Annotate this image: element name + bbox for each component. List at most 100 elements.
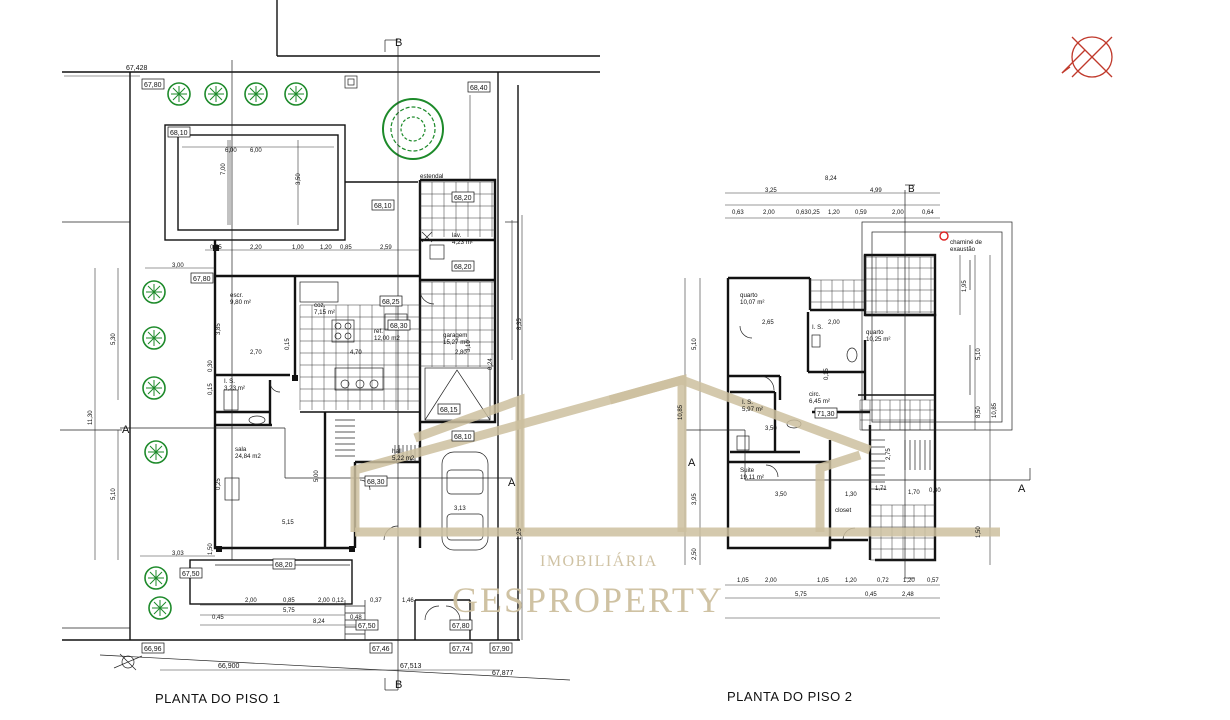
dimension: 1,05 bbox=[737, 578, 749, 584]
car-icon bbox=[441, 451, 489, 551]
level-marker: 66,96 bbox=[144, 646, 162, 653]
dimension: 3,50 bbox=[296, 173, 302, 185]
floor2-stairs bbox=[870, 439, 931, 490]
room-area: 15,27 m² bbox=[443, 339, 467, 346]
dimension: 1,20 bbox=[320, 245, 332, 251]
dimension: 0,30 bbox=[208, 360, 214, 372]
dimension: 8,35 bbox=[517, 318, 523, 330]
dimension: 0,24 bbox=[488, 358, 494, 370]
house-wall-west bbox=[213, 240, 355, 550]
door-arc bbox=[739, 325, 753, 339]
garage-service-wall bbox=[420, 178, 497, 424]
level-marker: 67,46 bbox=[372, 646, 390, 653]
dimension: 0,45 bbox=[865, 592, 877, 598]
dimension: 0,37 bbox=[370, 598, 382, 604]
dimension: 3,10 bbox=[466, 340, 472, 352]
dimension: 6,00 bbox=[225, 148, 237, 154]
floor1-dimension-lines bbox=[64, 75, 523, 671]
door-arc bbox=[445, 605, 461, 621]
north-arrow-small-icon bbox=[113, 653, 143, 671]
large-tree-icon bbox=[382, 98, 444, 160]
section-marker-a-right: A bbox=[508, 477, 516, 489]
dimension: 2,00 bbox=[765, 578, 777, 584]
front-terrace bbox=[189, 559, 353, 605]
pool-area bbox=[164, 75, 418, 241]
exhaust-chimney-icon bbox=[939, 231, 949, 241]
dimension: 2,70 bbox=[250, 350, 262, 356]
level-marker: 68,25 bbox=[382, 299, 400, 306]
level-marker: 67,90 bbox=[492, 646, 510, 653]
dimension: 0,15 bbox=[208, 383, 214, 395]
dimension: 3,03 bbox=[172, 551, 184, 557]
dimension: 5,10 bbox=[692, 338, 698, 350]
dimension: 2,50 bbox=[692, 548, 698, 560]
room-name: Suite bbox=[740, 467, 755, 474]
floor2-balcony-outline bbox=[861, 221, 1013, 431]
level-marker: 67,80 bbox=[452, 623, 470, 630]
watermark-line2: GESPROPERTY bbox=[452, 580, 724, 620]
dimension: 0,72 bbox=[877, 578, 889, 584]
dimension: 0,57 bbox=[927, 578, 939, 584]
room-name: I. S. bbox=[742, 399, 753, 406]
door-arc bbox=[419, 289, 435, 305]
kitchen-counter bbox=[299, 281, 339, 303]
dimension: 1,20 bbox=[903, 578, 915, 584]
floor1-section-lines bbox=[60, 39, 512, 691]
level-marker: 68,10 bbox=[454, 434, 472, 441]
section-marker-a2-right: A bbox=[1018, 483, 1026, 495]
tree-icon bbox=[144, 566, 168, 590]
section-marker-a2-left: A bbox=[688, 457, 696, 469]
room-area: 7,15 m² bbox=[314, 309, 335, 316]
pool bbox=[177, 134, 339, 231]
dimension: 0,48 bbox=[350, 615, 362, 621]
room-name: escr. bbox=[230, 292, 243, 299]
door-arc bbox=[765, 464, 779, 478]
room-area: 5,97 m² bbox=[742, 406, 763, 413]
dimension: 3,50 bbox=[775, 492, 787, 498]
dimension: 4,99 bbox=[870, 188, 882, 194]
floor1-tile-grid bbox=[299, 181, 495, 410]
dimension: 6,00 bbox=[250, 148, 262, 154]
room-area: 19,11 m² bbox=[740, 474, 764, 481]
dimension: 0,15 bbox=[285, 338, 291, 350]
section-marker-b-bottom: B bbox=[395, 679, 402, 691]
dimension: 0,63 bbox=[732, 210, 744, 216]
tree-icon bbox=[148, 596, 172, 620]
watermark-line1: IMOBILIÁRIA bbox=[540, 551, 658, 570]
dimension: 1,46 bbox=[402, 598, 414, 604]
room-area: 5,22 m2 bbox=[392, 455, 415, 462]
dimension: 1,20 bbox=[828, 210, 840, 216]
dimension: 8,24 bbox=[825, 176, 837, 182]
dimension: 0,59 bbox=[855, 210, 867, 216]
dimension: 2,00 bbox=[245, 598, 257, 604]
dimension: 1,25 bbox=[517, 528, 523, 540]
level-marker: 67,80 bbox=[193, 276, 211, 283]
dimension: 10,85 bbox=[992, 402, 998, 418]
dimension: 1,71 bbox=[875, 486, 887, 492]
north-arrow-icon bbox=[1061, 36, 1113, 78]
dimension: 2,00 bbox=[828, 320, 840, 326]
dimension: 1,70 bbox=[908, 490, 920, 496]
room-area: 12,00 m2 bbox=[374, 335, 400, 342]
level-marker: 68,10 bbox=[170, 130, 188, 137]
site-level: 66,900 bbox=[218, 663, 240, 670]
room-name: I. S. bbox=[224, 378, 235, 385]
tree-icon bbox=[142, 376, 166, 400]
dimension: 5,00 bbox=[314, 470, 320, 482]
dimension: 2,65 bbox=[762, 320, 774, 326]
chimney-box bbox=[344, 75, 358, 89]
floor1-front bbox=[189, 559, 471, 640]
door-arc bbox=[424, 605, 440, 621]
dimension: 1,50 bbox=[208, 543, 214, 555]
tree-icon bbox=[244, 82, 268, 106]
room-area: 4,23 m² bbox=[452, 239, 473, 246]
dimension: 11,30 bbox=[88, 410, 94, 425]
level-marker: 68,40 bbox=[470, 85, 488, 92]
dimension: 2,59 bbox=[380, 245, 392, 251]
dimension: 0,55 bbox=[210, 245, 222, 251]
door-arc bbox=[269, 381, 281, 393]
dimension: 2,00 bbox=[318, 598, 330, 604]
level-marker: 68,20 bbox=[454, 264, 472, 271]
toilet-icon bbox=[223, 389, 239, 411]
